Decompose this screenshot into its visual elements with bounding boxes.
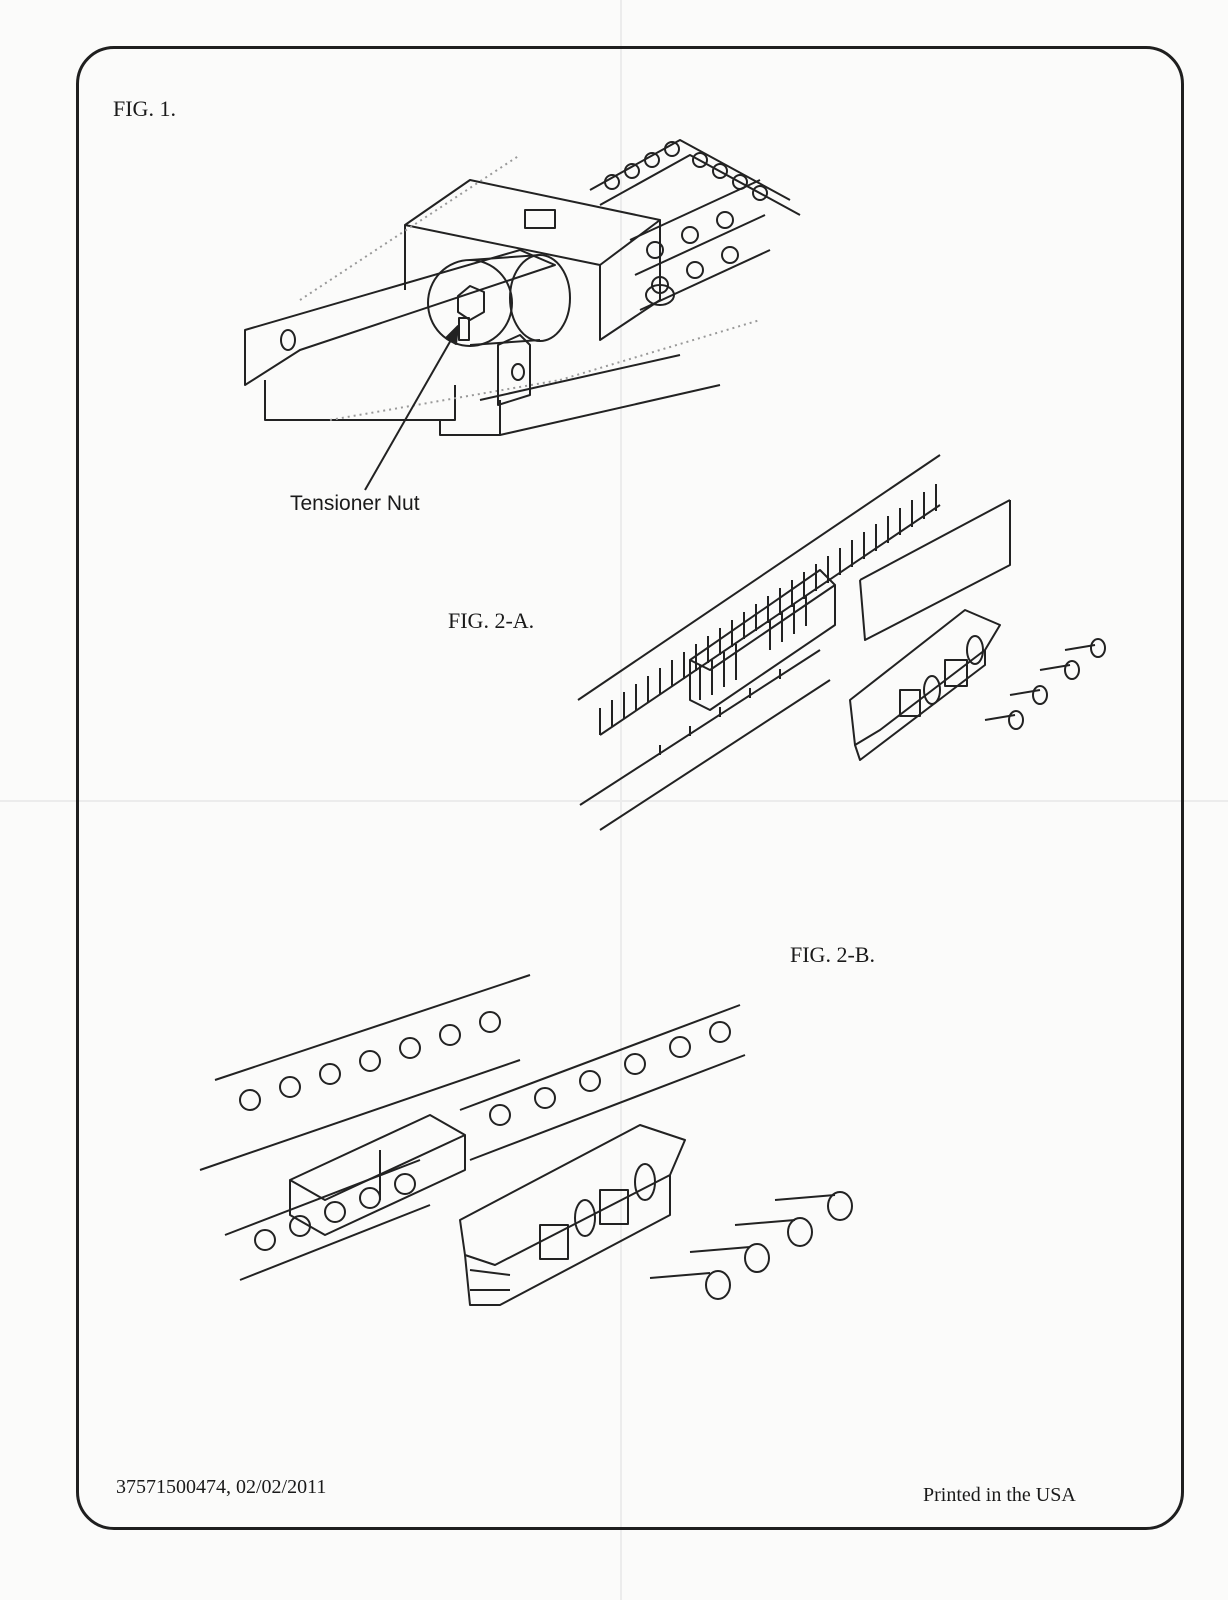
tensioner-nut-label: Tensioner Nut — [290, 492, 420, 515]
fig1-label: FIG. 1. — [113, 96, 176, 121]
fig2a-trolley — [850, 610, 1000, 760]
fig2b-connector-block — [290, 1115, 465, 1235]
fig1-chain-right — [630, 180, 770, 310]
fig1-chain-top — [590, 140, 800, 215]
fig2a-strip — [860, 500, 1010, 640]
fig1-side-tab — [498, 335, 530, 405]
fig1-bracket — [265, 155, 760, 435]
fig1-leader-arrow — [365, 326, 458, 490]
fig2b-chain-upper-right — [460, 1005, 745, 1160]
fig2b-screws — [650, 1192, 852, 1299]
fig1-roller — [428, 255, 570, 346]
fig2a-connector-block — [690, 570, 835, 710]
fig2b-trolley — [460, 1125, 685, 1305]
fig2b-chain-lower-left — [225, 1160, 430, 1280]
fig2b-chain-upper-left — [200, 975, 530, 1170]
fold-crease-horizontal — [0, 800, 1228, 802]
doc-number: 37571500474, 02/02/2011 — [116, 1476, 327, 1498]
page-border — [76, 46, 1184, 1530]
fig2b-label: FIG. 2-B. — [790, 942, 875, 967]
fig2a-screws — [985, 639, 1105, 729]
fig2a-label: FIG. 2-A. — [448, 608, 535, 633]
printed-in-usa: Printed in the USA — [923, 1484, 1076, 1506]
fig2a-belt-lower — [580, 650, 830, 830]
